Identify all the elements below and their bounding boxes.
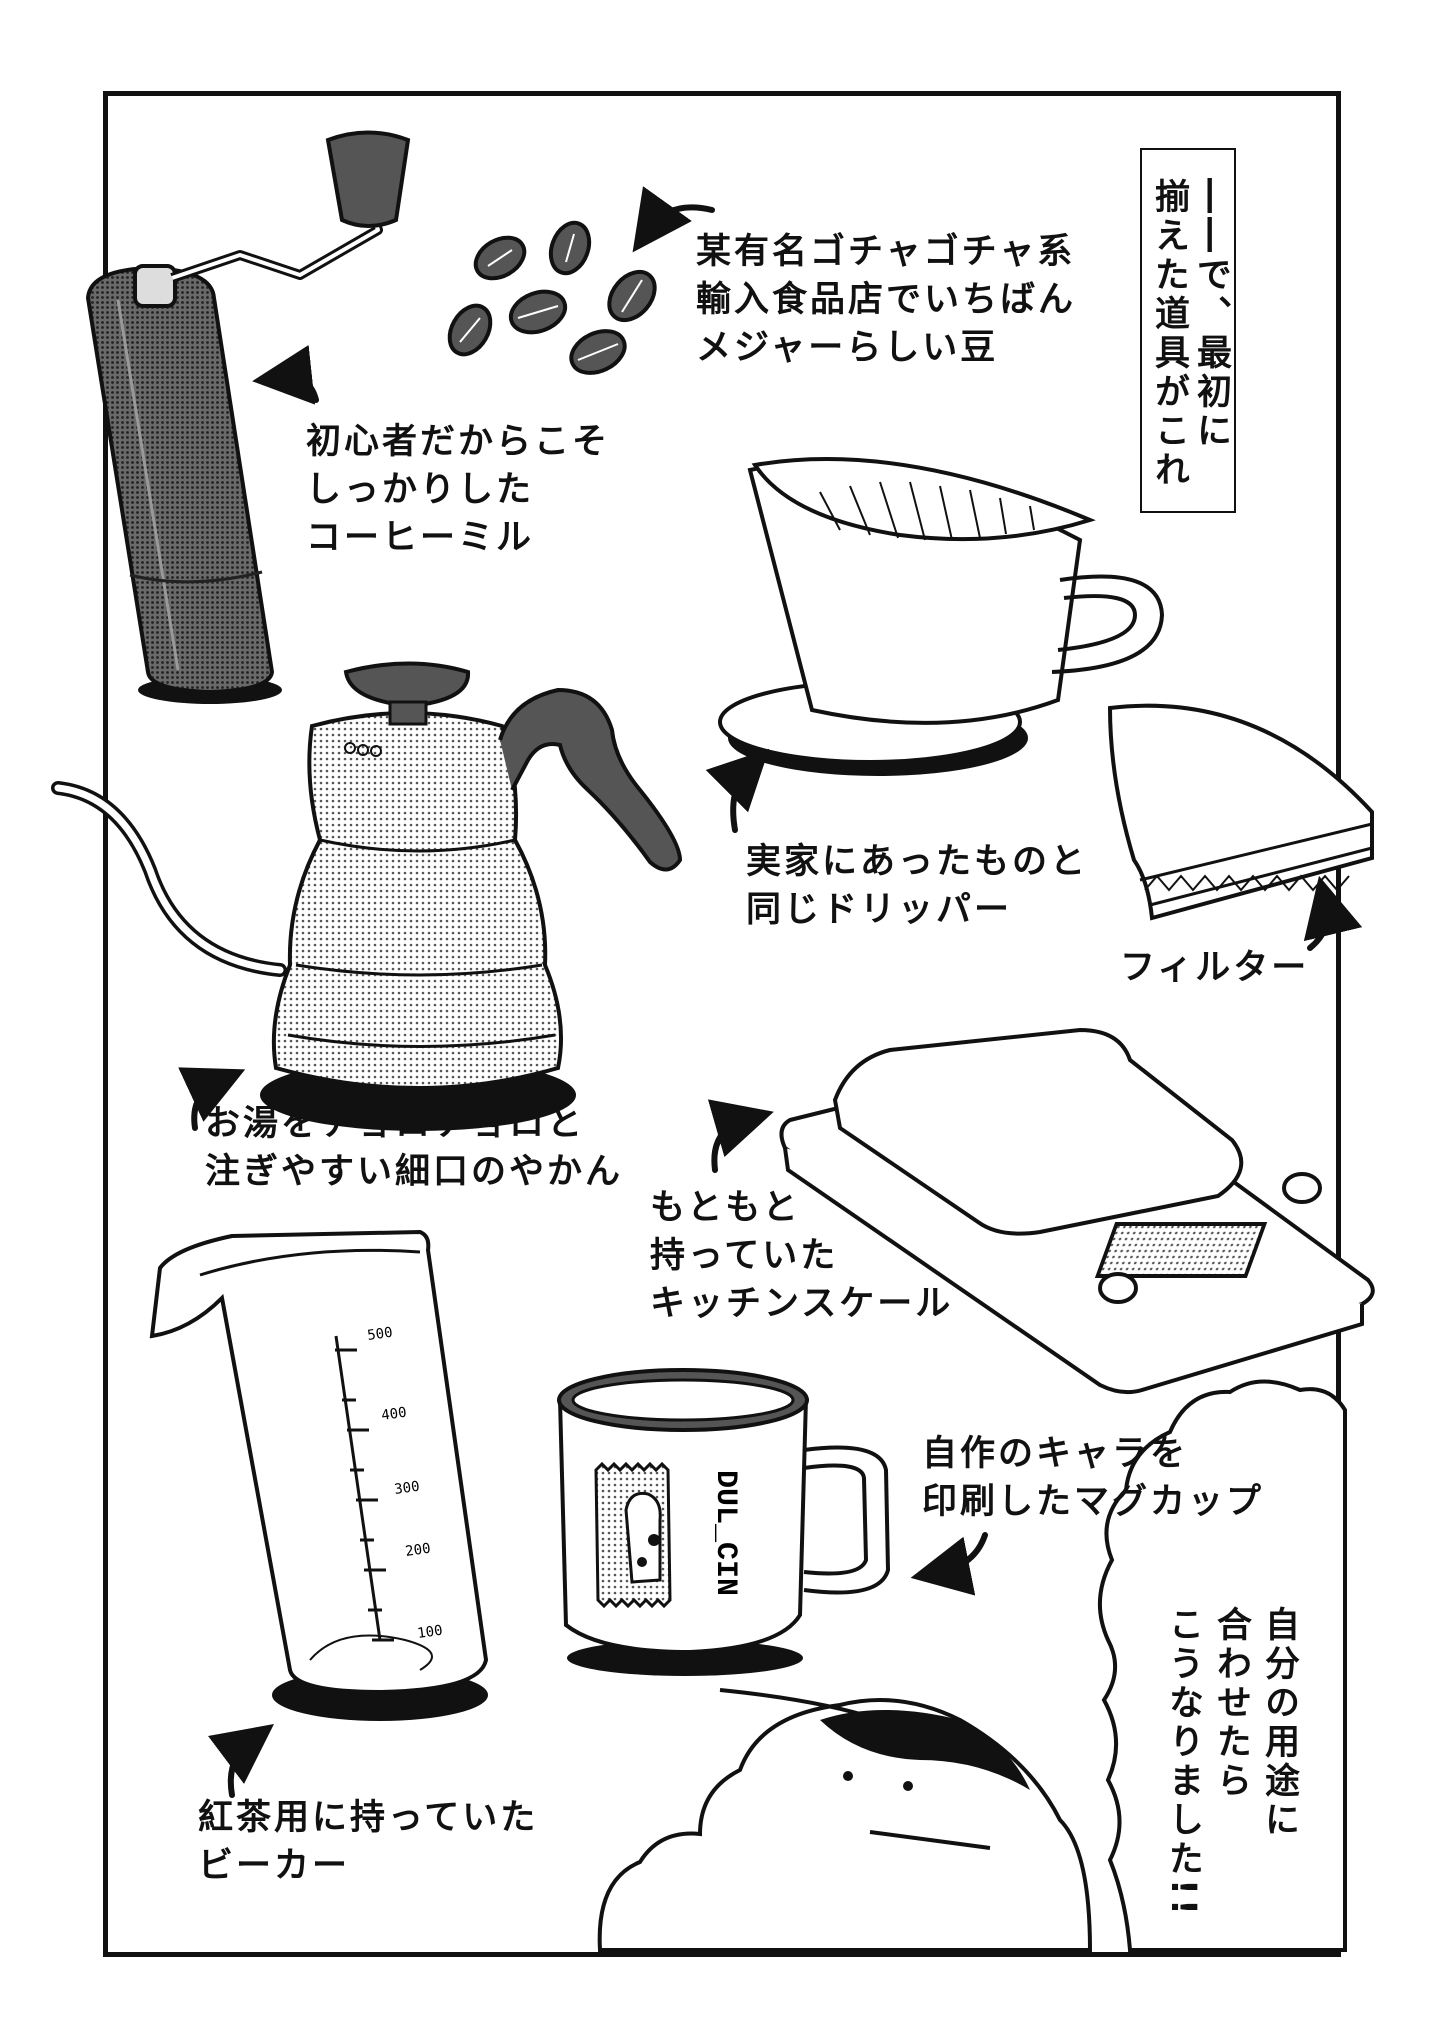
kettle-caption-line-1: お湯をチョロチョロと: [205, 1104, 586, 1144]
arrow-icon-kettle: [178, 1067, 246, 1131]
filter-caption-line-1: フィルター: [1120, 948, 1310, 988]
dripper-illustration: [718, 457, 1165, 776]
grinder-caption-line-2: しっかりした: [306, 470, 535, 510]
grinder-caption: 初心者だからこそ しっかりした コーヒーミル: [306, 418, 610, 562]
speech-line-3: こうなりました!!: [1163, 1606, 1203, 1919]
beaker-caption-line-2: ビーカー: [198, 1846, 351, 1886]
arrow-icon-beans: [632, 186, 715, 253]
speech-line-2: 合わせたら: [1211, 1606, 1251, 1801]
gooseneck-kettle-illustration: [51, 661, 683, 1131]
mug-illustration: DUL_CIN: [557, 1368, 891, 1676]
coffee-grinder-illustration: [85, 130, 411, 704]
beaker-tick-400: 400: [380, 1405, 407, 1424]
beans-caption-line-3: メジャーらしい豆: [696, 328, 999, 368]
filter-caption: フィルター: [1120, 944, 1309, 992]
kettle-caption: お湯をチョロチョロと 注ぎやすい細口のやかん: [205, 1100, 623, 1196]
coffee-beans-illustration: [447, 220, 657, 375]
scale-caption: もともと 持っていた キッチンスケール: [650, 1184, 953, 1328]
speech-bubble: [1098, 1379, 1347, 1952]
scale-caption-line-3: キッチンスケール: [650, 1284, 954, 1324]
arrow-icon-mug: [910, 1532, 988, 1596]
paper-filter-illustration: [1107, 703, 1374, 921]
beaker-illustration: 500 400 300 200 100: [149, 1229, 489, 1721]
beans-caption-line-1: 某有名ゴチャゴチャ系: [696, 232, 1076, 272]
arrow-icon-scale: [707, 1099, 774, 1173]
dripper-caption-line-1: 実家にあったものと: [746, 842, 1089, 882]
scale-caption-line-2: 持っていた: [650, 1236, 839, 1276]
arrow-icon-dripper: [705, 748, 770, 833]
grinder-caption-line-1: 初心者だからこそ: [306, 422, 611, 462]
beaker-tick-100: 100: [416, 1623, 443, 1642]
scale-caption-line-1: もともと: [650, 1188, 801, 1228]
kettle-caption-line-2: 注ぎやすい細口のやかん: [205, 1152, 624, 1192]
beaker-tick-500: 500: [366, 1325, 393, 1344]
beans-caption: 某有名ゴチャゴチャ系 輸入食品店でいちばん メジャーらしい豆: [696, 228, 1076, 372]
beans-caption-line-2: 輸入食品店でいちばん: [696, 280, 1077, 320]
beaker-caption-line-1: 紅茶用に持っていた: [198, 1798, 539, 1838]
arrow-icon-filter: [1303, 875, 1363, 951]
mug-print-text: DUL_CIN: [708, 1470, 742, 1596]
arrow-icons: [178, 186, 1363, 1798]
dripper-caption-line-2: 同じドリッパー: [746, 890, 1013, 930]
beaker-tick-200: 200: [404, 1541, 431, 1560]
mug-caption-line-2: 印刷したマグカップ: [922, 1482, 1265, 1522]
title-box: ――で、最初に 揃えた道具がこれ: [1140, 148, 1236, 513]
kitchen-scale-illustration: [779, 1027, 1375, 1395]
grinder-caption-line-3: コーヒーミル: [306, 518, 535, 558]
mug-caption-line-1: 自作のキャラを: [922, 1434, 1189, 1474]
mug-caption: 自作のキャラを 印刷したマグカップ: [922, 1430, 1264, 1526]
beaker-tick-300: 300: [393, 1479, 420, 1498]
dripper-caption: 実家にあったものと 同じドリッパー: [746, 838, 1088, 934]
arrow-icon-beaker: [207, 1723, 274, 1798]
character-illustration: [597, 1688, 1093, 1952]
arrow-icon-grinder: [252, 344, 319, 405]
title-line-1: ――で、最初に: [1191, 178, 1231, 451]
beaker-caption: 紅茶用に持っていた ビーカー: [198, 1794, 538, 1890]
speech-line-1: 自分の用途に: [1259, 1606, 1299, 1840]
title-line-2: 揃えた道具がこれ: [1149, 178, 1189, 490]
